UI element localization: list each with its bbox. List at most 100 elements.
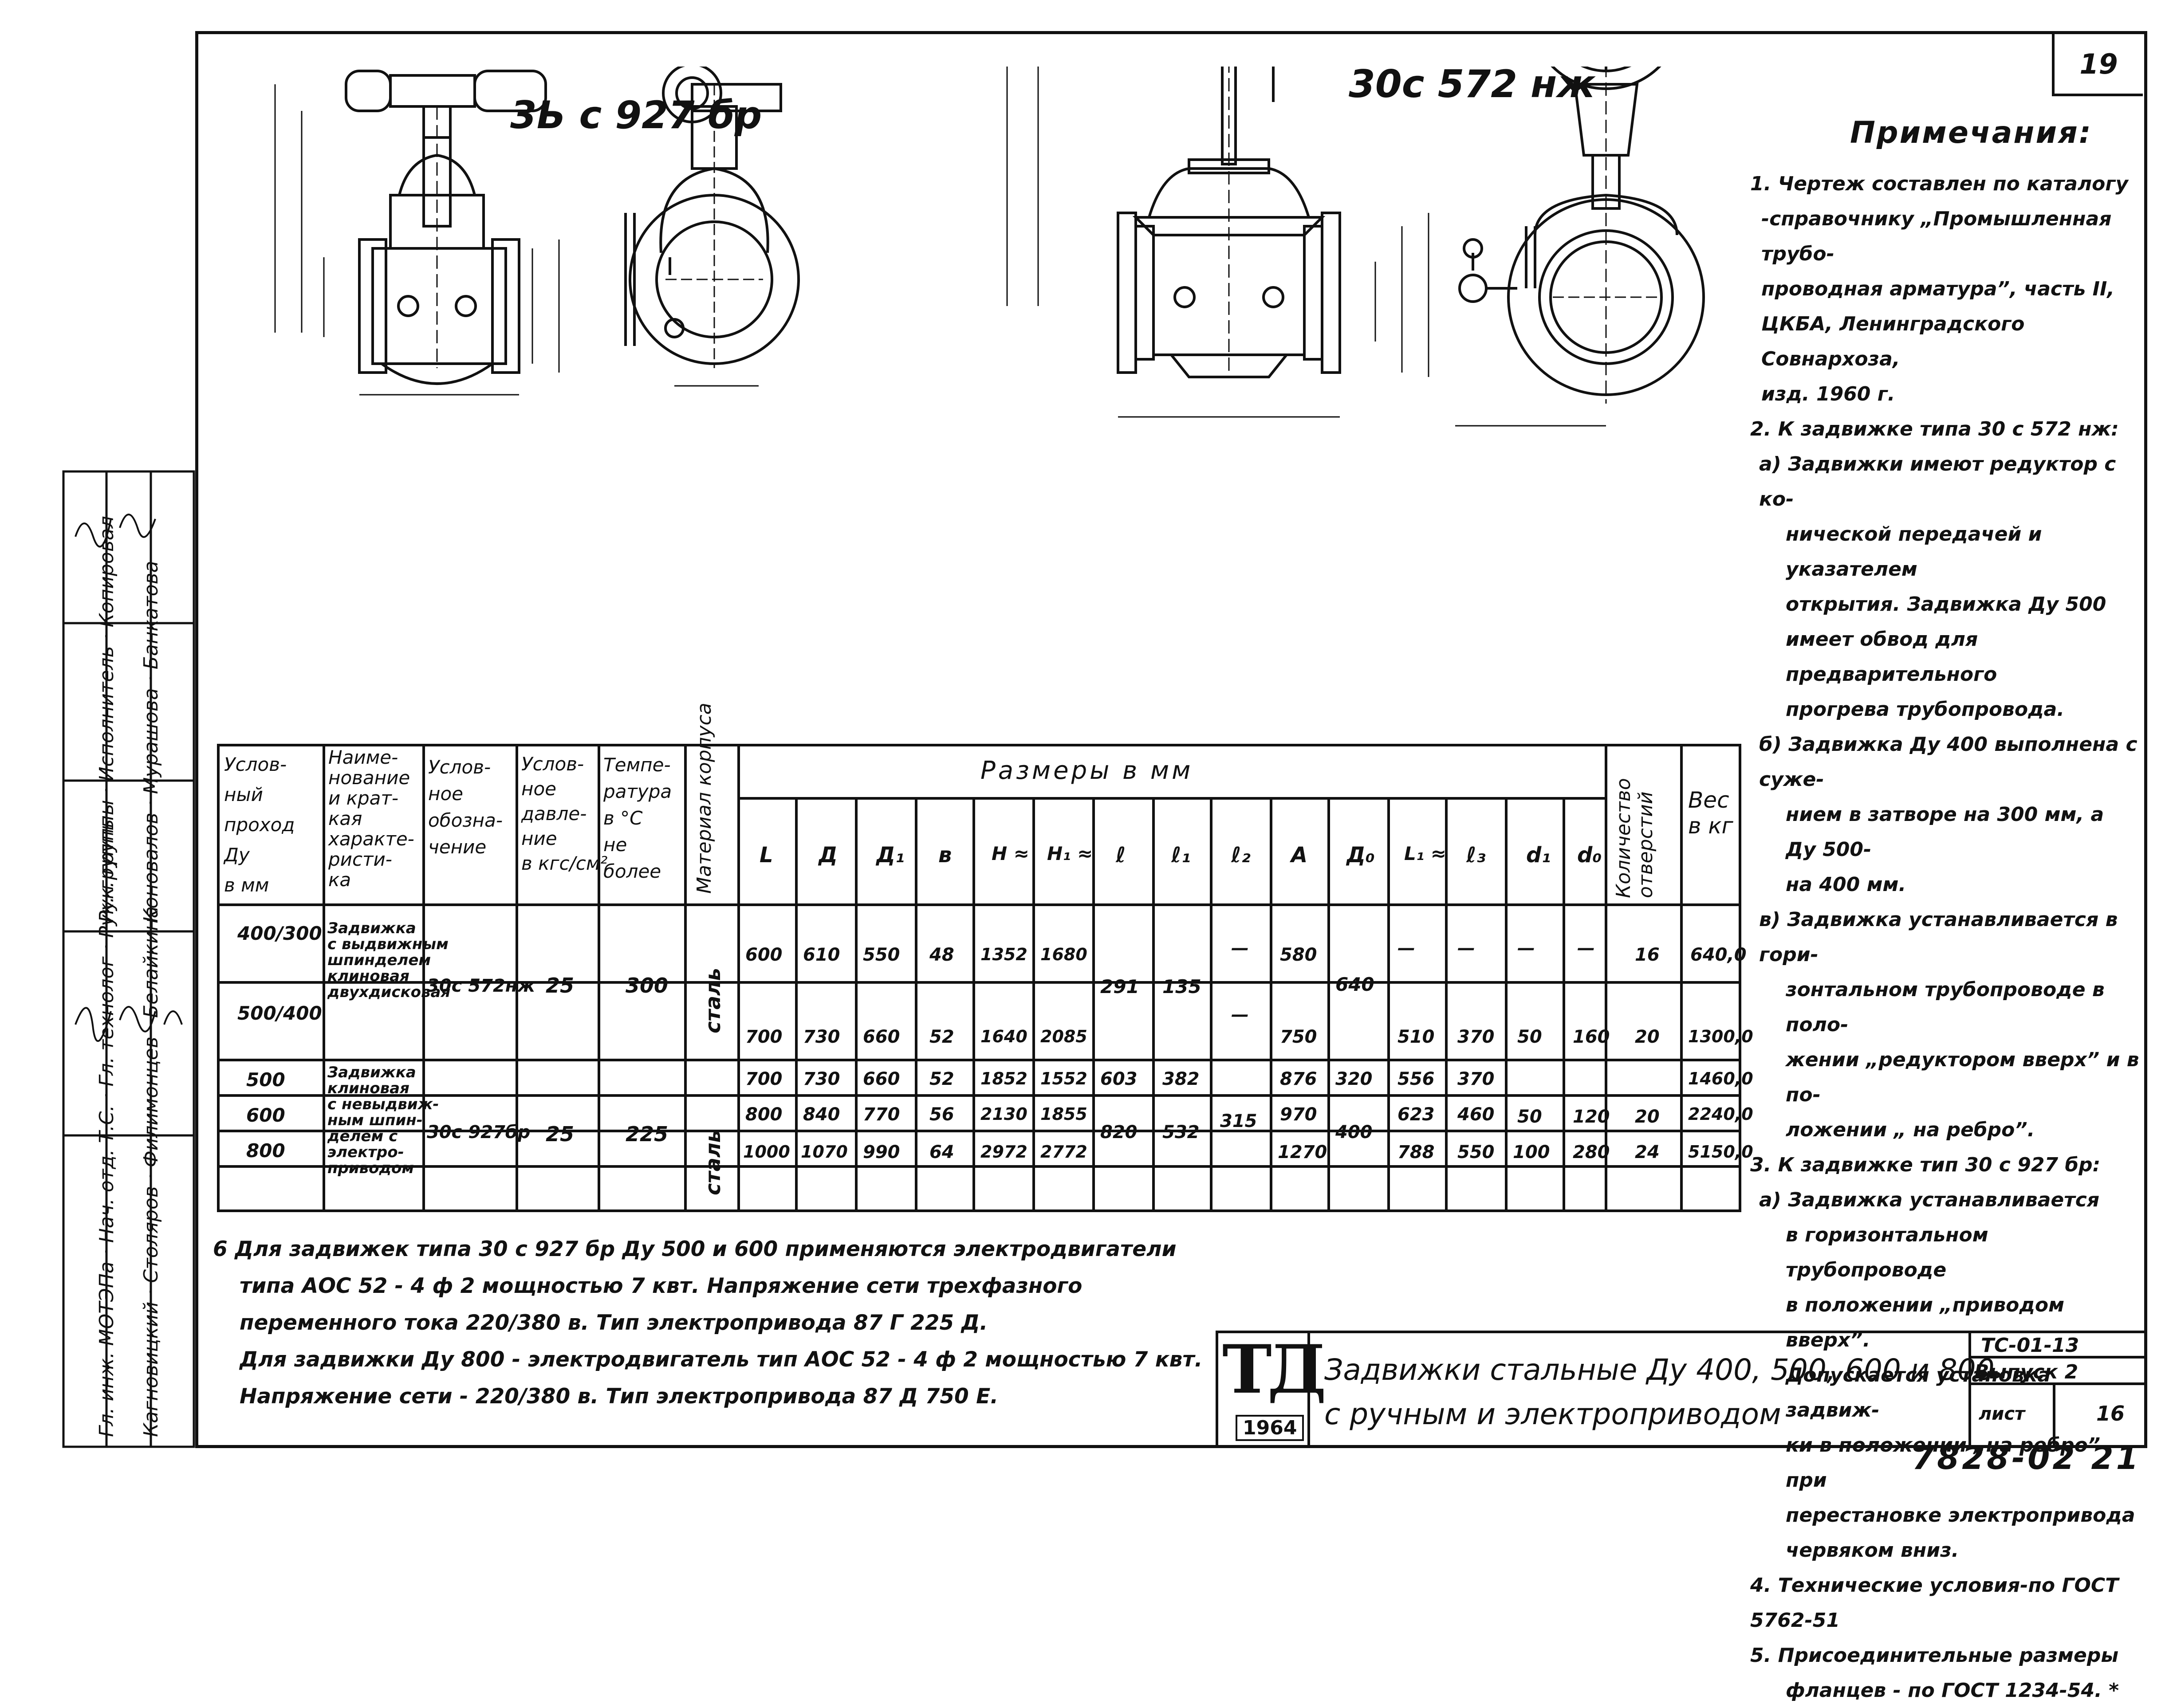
stamp-name: Кагновицкий (140, 1301, 162, 1437)
row2-A: 750 (1280, 1027, 1317, 1047)
dim-col-D1: Д₁ (876, 843, 905, 868)
note-line: изд. 1960 г. (1761, 383, 1895, 405)
group1-pressure: 25 (546, 974, 575, 997)
header-pressure: Услов- ное давле- ние в кгс/см² (521, 753, 608, 874)
group2-l-600-800: 820 (1100, 1122, 1138, 1143)
header-name: Наиме- нование и крат- кая характе- рист… (328, 746, 414, 891)
dim-col-l3: ℓ₃ (1466, 843, 1486, 868)
row1-L1: — (1397, 938, 1415, 958)
row3-D1: 660 (863, 1069, 900, 1089)
stamp-name: Филимонцев (140, 1037, 162, 1168)
row4-L: 800 (745, 1104, 783, 1125)
group2-d1-800: 100 (1513, 1142, 1550, 1162)
row1-holes: 16 (1635, 945, 1660, 965)
document-title-line2: с ручным и электроприводом (1324, 1397, 1781, 1431)
drawing-frame (195, 31, 2147, 1448)
group2-holes-800: 24 (1635, 1142, 1660, 1162)
group1-l1: 135 (1162, 976, 1201, 997)
dim-col-b: в (938, 843, 952, 868)
stamp-name: Столяров (140, 1186, 162, 1283)
group2-holes-500-600: 20 (1635, 1107, 1660, 1127)
row3-b: 52 (929, 1069, 954, 1089)
row3-L: 700 (745, 1069, 783, 1089)
group2-d0-800: 280 (1573, 1142, 1610, 1162)
row5-A: 1270 (1278, 1142, 1327, 1162)
note-line: 4. Технические условия-по ГОСТ 5762-51 (1750, 1574, 2119, 1632)
side-stamp-grid (62, 470, 195, 1448)
row4-D: 840 (803, 1104, 840, 1125)
row1-A: 580 (1280, 945, 1317, 965)
row5-l3: 550 (1457, 1142, 1495, 1162)
row2-weight: 1300,0 (1688, 1027, 1753, 1046)
row5-H1: 2772 (1040, 1142, 1087, 1162)
group1-temp: 300 (626, 974, 669, 997)
row3-weight: 1460,0 (1688, 1069, 1753, 1088)
dim-col-l1: ℓ₁ (1171, 843, 1191, 868)
header-dy: Услов- ный проход Ду в мм (224, 754, 295, 896)
group1-l: 291 (1100, 976, 1139, 997)
row2-holes: 20 (1635, 1027, 1660, 1047)
dim-col-D: Д (819, 843, 838, 868)
row2-D1: 660 (863, 1027, 900, 1047)
valve-drawings (274, 67, 1705, 427)
row2-l3: 370 (1457, 1027, 1495, 1047)
dim-col-H1: H₁ ≈ (1047, 843, 1093, 864)
note-line: -справочнику „Промышленная трубо- (1761, 208, 2112, 265)
row1-d0: — (1577, 938, 1595, 958)
note-line: прогрева трубопровода. (1786, 698, 2065, 721)
dim-col-A: A (1291, 843, 1308, 868)
note-line: а) Задвижки имеют редуктор с ко- (1759, 453, 2116, 510)
dim-col-L1: L₁ ≈ (1404, 843, 1446, 864)
header-holes: Количество отверстий (1612, 778, 1657, 898)
row3-H1: 1552 (1040, 1069, 1087, 1088)
group2-l-500: 603 (1100, 1069, 1138, 1089)
row4-A: 970 (1280, 1104, 1317, 1125)
row5-dy: 800 (246, 1140, 285, 1162)
row1-D1: 550 (863, 945, 900, 965)
group2-d0-500-600: 120 (1573, 1107, 1610, 1127)
note-line: зонтальном трубопроводе в поло- (1786, 978, 2105, 1036)
document-title-line1: Задвижки стальные Ду 400, 500, 600 и 800 (1324, 1353, 1995, 1387)
footnote-line: Напряжение сети - 220/380 в. Тип электро… (240, 1384, 999, 1409)
row3-H: 1852 (980, 1069, 1027, 1088)
group2-D0-600-800: 400 (1335, 1122, 1373, 1143)
note-line: 1. Чертеж составлен по каталогу (1750, 173, 2129, 195)
row4-H: 2130 (980, 1104, 1027, 1124)
header-weight: Вес в кг (1688, 787, 1733, 839)
stamp-role: Гл. технолог (95, 956, 118, 1087)
footnote-line: типа АОС 52 - 4 ф 2 мощностью 7 квт. Нап… (240, 1274, 1083, 1298)
row1-D: 610 (803, 945, 840, 965)
stamp-name: Банкатова (140, 561, 162, 670)
row4-D1: 770 (863, 1104, 900, 1125)
row4-weight: 2240,0 (1688, 1104, 1753, 1124)
note-line: открытия. Задвижка Ду 500 (1786, 593, 2106, 616)
group2-name: Задвижка клиновая с невыдвиж- ным шпин- … (327, 1064, 439, 1177)
row1-weight: 640,0 (1690, 945, 1747, 965)
signature-marks (75, 514, 183, 1042)
row3-D: 730 (803, 1069, 840, 1089)
dim-col-l2: ℓ₂ (1231, 843, 1251, 868)
row1-H1: 1680 (1040, 945, 1087, 964)
row5-b: 64 (929, 1142, 954, 1162)
note-line: в горизонтальном трубопроводе (1786, 1224, 1988, 1281)
dim-col-L: L (760, 843, 773, 868)
group2-temp: 225 (626, 1122, 669, 1146)
valve-572-front-view (1006, 67, 1429, 418)
group2-l1-600-800: 532 (1162, 1122, 1200, 1143)
header-temp: Темпе- ратура в °С не более (603, 754, 672, 882)
stamp-name: Коновалов (140, 813, 162, 923)
group1-name: Задвижка с выдвижным шпинделем клиновая … (327, 919, 451, 1001)
row5-L1: 788 (1397, 1142, 1435, 1162)
valve-927-front-view (274, 70, 560, 396)
dim-col-d1: d₁ (1526, 843, 1551, 868)
row2-dy: 500/400 (237, 1002, 322, 1024)
stamp-role: Нач. отд. Т.С. (95, 1105, 118, 1243)
group2-D0-500: 320 (1335, 1069, 1373, 1089)
note-line: в положении „приводом вверх”. (1786, 1294, 2065, 1351)
stamp-role: Гл. инж. МОТЭПа (95, 1261, 118, 1437)
row2-H: 1640 (980, 1027, 1027, 1046)
row3-A: 876 (1280, 1069, 1317, 1089)
row2-D: 730 (803, 1027, 840, 1047)
header-material: Материал корпуса (693, 703, 716, 894)
row1-H: 1352 (980, 945, 1027, 964)
